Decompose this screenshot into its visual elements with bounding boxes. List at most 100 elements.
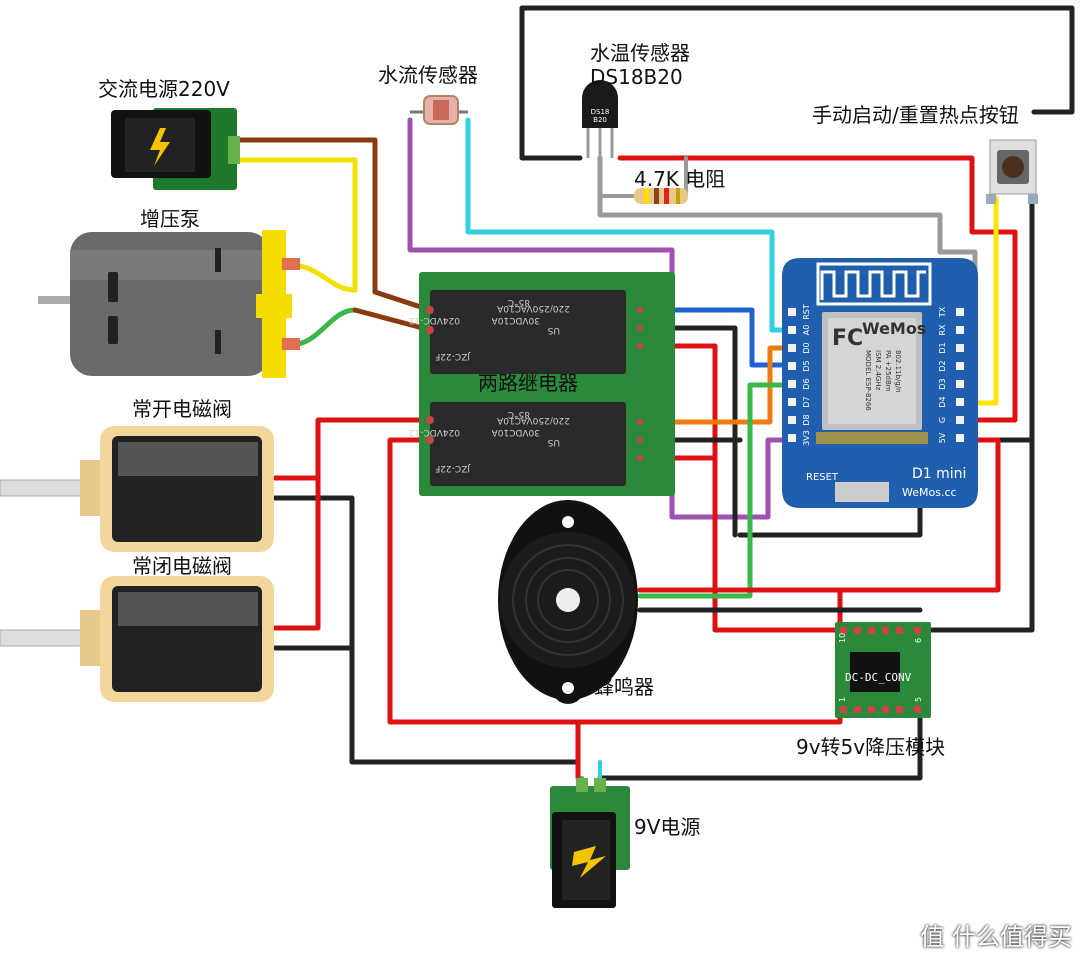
pin-header [788,434,796,442]
wemos-std: 802.11b/g/n [894,350,902,393]
pin-header [956,380,964,388]
wemos-model: MODEL ESP-8266 [864,350,872,411]
buzzer [498,500,638,704]
label-temp-sensor-model: DS18B20 [590,65,683,89]
label-relay: 两路继电器 [478,371,578,395]
label-valve-nc: 常闭电磁阀 [132,554,232,578]
pin-label: RST [802,304,811,320]
pin-header [788,380,796,388]
relay-text-4: 85°C [508,297,530,307]
pin-header [788,344,796,352]
wemos-pa: PA +25dBm [884,350,892,392]
wemos-site: WeMos.cc [902,486,957,499]
wire-green-buzzer [637,382,795,599]
relay2-text-2: 30VDC10A [491,427,540,437]
pin-label: D2 [938,360,947,371]
relay-module: 85°C 220/250VAC10A 30VDC10A 024VDC-12 JZ… [409,272,675,496]
svg-text:FC: FC [832,326,863,351]
wire-yellow-ac [235,157,358,293]
wire-black-buck-gnd [597,709,923,781]
wire-red-valve-nc [272,475,321,631]
wemos-ism: ISM 2.4GHz [874,350,882,391]
buck-pin-1: 1 [838,697,847,702]
lightning-icon-2 [572,846,606,878]
relay-text-1: 024VDC-12 [409,315,460,325]
d1-mini-board: FC WeMos MODEL ESP-8266 ISM 2.4GHz PA +2… [782,258,978,508]
label-temp-sensor: 水温传感器 [590,41,690,65]
relay-text-6: US [547,325,560,335]
pin-header [788,326,796,334]
pin-label: D4 [938,396,947,407]
label-dc-power: 9V电源 [634,815,701,839]
pin-header [956,326,964,334]
label-pump: 增压泵 [140,207,200,231]
pin-header [788,362,796,370]
label-buzzer: 蜂鸣器 [594,675,654,699]
label-button: 手动启动/重置热点按钮 [812,103,1019,127]
label-valve-no: 常开电磁阀 [132,397,232,421]
wire-brown-ac [235,137,433,313]
wemos-brand: WeMos [862,319,926,338]
pin-header [956,398,964,406]
pin-label: D6 [802,378,811,389]
pin-label: D5 [802,360,811,371]
pin-header [956,416,964,424]
pin-header [956,344,964,352]
label-flow-sensor: 水流传感器 [378,63,478,87]
board-name: D1 mini [912,466,966,482]
wire-black-valve-no [272,495,581,765]
pin-label: D8 [802,414,811,425]
wire-red-valve-no [272,417,433,481]
wire-brown-pump [352,307,433,333]
wire-red-buck-9v [575,709,843,725]
label-resistor: 4.7K 电阻 [634,167,726,191]
pin-label: A0 [802,325,811,336]
flow-sensor [410,95,468,125]
relay-text-5: JZC-22F [435,351,471,361]
pin-header [956,434,964,442]
valve-normally-closed [0,576,274,702]
relay-text-2: 30VDC10A [491,315,540,325]
pin-label: TX [938,306,947,318]
wire-red-5v [837,437,1001,628]
label-buck: 9v转5v降压模块 [796,735,946,759]
buck-pin-10: 10 [838,633,847,643]
pin-label: RX [938,324,947,336]
pin-label: D7 [802,396,811,407]
wire-red-relay1 [637,343,843,633]
pin-header [956,362,964,370]
pin-label: D1 [938,342,947,353]
watermark: 值 什么值得买 [920,923,1072,951]
relay2-text-4: 85°C [508,409,530,419]
label-ac-power: 交流电源220V [98,77,230,101]
ds18b20-mark-1: DS18 [591,108,610,116]
pin-label: 3V3 [802,430,811,446]
pin-header [788,398,796,406]
resistor-4k7 [634,188,688,204]
wire-purple-flow [407,117,793,520]
buck-converter: DC-DC_CONV 10 6 1 5 [835,622,931,718]
valve-normally-open [0,426,274,552]
relay2-text-6: US [547,437,560,447]
relay-text-3: 220/250VAC10A [496,303,570,313]
buck-chip-label: DC-DC_CONV [845,671,912,684]
ac-power-jack [111,108,240,190]
lightning-icon [150,128,170,166]
pin-label: G [938,417,947,423]
pin-header [788,308,796,316]
ds18b20-sensor: DS18 B20 [582,80,618,158]
relay2-text-3: 220/250VAC10A [496,415,570,425]
buck-pin-5: 5 [914,697,923,702]
ds18b20-mark-2: B20 [593,116,607,124]
pin-label: 5V [938,432,947,443]
wire-black-button-buck [919,192,1035,633]
push-button [986,139,1038,204]
pin-label: D0 [802,342,811,353]
pin-header [956,308,964,316]
pin-label: D3 [938,378,947,389]
wire-cyan-flow [465,117,795,333]
wire-red-relay-left [387,437,581,781]
